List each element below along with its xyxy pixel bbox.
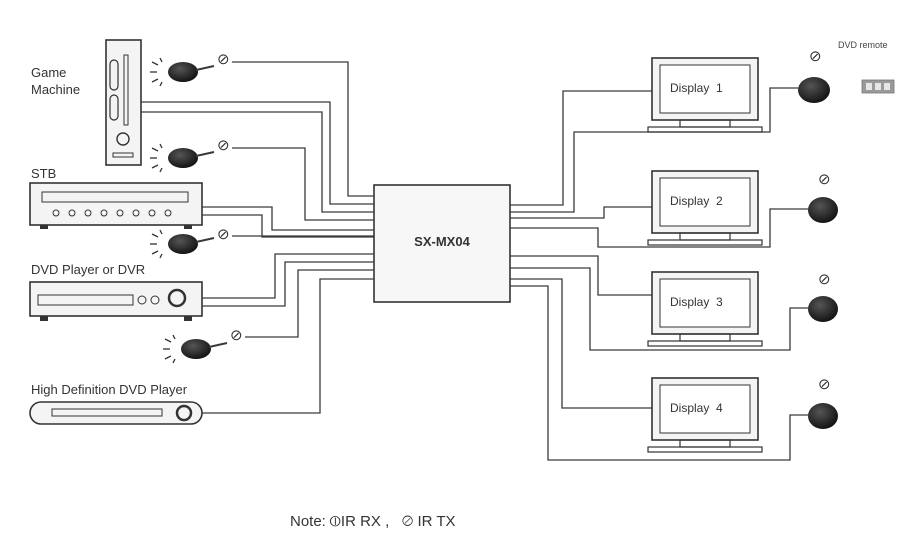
ir-tx-mark-6: ⊘ (818, 171, 831, 188)
display-4-number: 4 (716, 401, 723, 415)
dvd-player-label: DVD Player or DVR (31, 262, 146, 277)
ir-tx-icon: ⊘ (401, 513, 414, 530)
dvd-player-device (29, 281, 203, 321)
hd-dvd-player-label: High Definition DVD Player (31, 382, 188, 397)
ir-tx-mark-5: ⊘ (809, 48, 822, 65)
ir-receiver-1 (798, 77, 830, 103)
ir-rx-icon: ⦶ (330, 513, 341, 530)
game-machine-device (105, 39, 142, 166)
hd-dvd-player-device (29, 401, 203, 425)
game-machine-label-1: Game (31, 65, 67, 80)
display-4-monitor (647, 377, 763, 453)
ir-emitter-source-3 (150, 229, 215, 259)
input-wiring (141, 61, 374, 414)
dvd-remote-label: DVD remote (838, 40, 888, 50)
display-1-label: Display 1 (670, 81, 723, 95)
display-4-label: Display 4 (670, 401, 723, 415)
ir-receiver-4 (808, 403, 838, 429)
display-2-monitor (647, 170, 763, 246)
hub-label: SX-MX04 (414, 234, 470, 249)
ir-tx-mark-4: ⊘ (230, 327, 243, 344)
note-rx-label: IR RX , (340, 513, 390, 530)
dvd-remote-icon (861, 79, 895, 94)
ir-emitter-source-2 (150, 143, 215, 173)
display-3-number: 3 (716, 295, 723, 309)
ir-receiver-2 (808, 197, 838, 223)
ir-tx-mark-3: ⊘ (217, 226, 230, 243)
game-machine-label-2: Machine (31, 82, 81, 97)
display-2-number: 2 (716, 194, 723, 208)
note-prefix: Note: (290, 513, 326, 530)
display-1-number: 1 (716, 81, 723, 95)
stb-label: STB (31, 166, 57, 181)
ir-tx-mark-7: ⊘ (818, 271, 831, 288)
ir-tx-mark-8: ⊘ (818, 376, 831, 393)
display-2-label: Display 2 (670, 194, 723, 208)
output-wiring (510, 87, 808, 461)
ir-emitter-source-1 (150, 57, 215, 87)
ir-tx-mark-2: ⊘ (217, 137, 230, 154)
ir-emitter-source-4 (163, 334, 228, 364)
legend-note: Note: ⦶IR RX , ⊘ IR TX (290, 513, 456, 530)
display-3-monitor (647, 271, 763, 347)
stb-device (29, 182, 203, 229)
matrix-switch-box (373, 184, 511, 303)
display-1-monitor (647, 57, 763, 133)
ir-receiver-3 (808, 296, 838, 322)
ir-tx-mark-1: ⊘ (217, 51, 230, 68)
display-3-label: Display 3 (670, 295, 723, 309)
note-tx-label: IR TX (417, 513, 456, 530)
